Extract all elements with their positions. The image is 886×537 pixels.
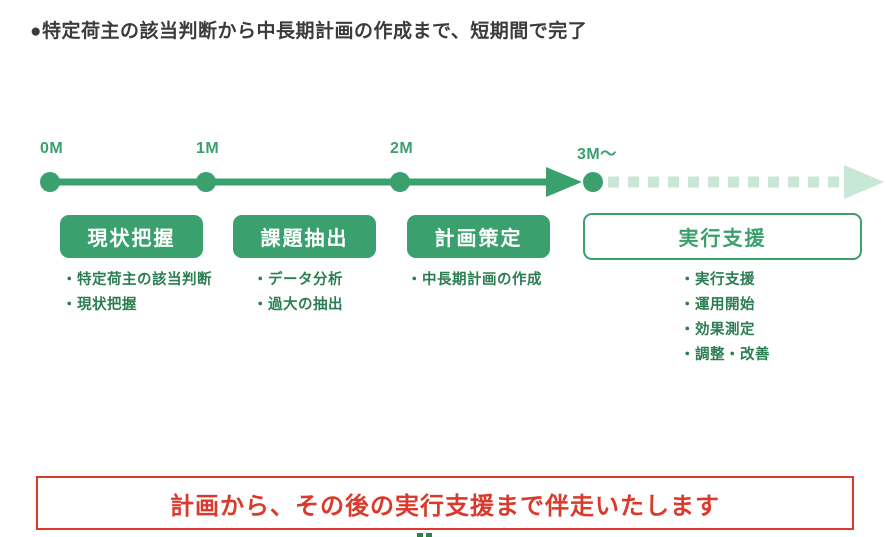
milestone-dot-1m [196,172,216,192]
list-item: ・実行支援 [680,272,755,288]
milestone-dot-3m [583,172,603,192]
list-item: ・過大の抽出 [253,297,343,313]
dashed-arrowhead-icon [844,165,884,199]
bullet-list-current-state: ・特定荷主の該当判断 ・現状把握 [62,268,212,318]
banner-text: 計画から、その後の実行支援まで伴走いたします [170,492,720,520]
milestone-label-0m: 0M [40,140,64,157]
milestone-dot-2m [390,172,410,192]
list-item: ・調整・改善 [680,347,770,363]
solid-arrowhead-icon [546,167,582,197]
stage-box-label: 計画策定 [434,228,523,250]
stage-box-issue-extraction: 課題抽出 [233,215,376,258]
list-item: ・運用開始 [680,297,755,313]
stage-box-label: 現状把握 [87,228,176,250]
milestone-label-1m: 1M [196,140,220,157]
stage-box-plan-formulation: 計画策定 [407,215,550,258]
list-item: ・現状把握 [62,297,137,313]
milestone-label-3m: 3M～ [577,146,617,163]
bullet-list-execution-support: ・実行支援 ・運用開始 ・効果測定 ・調整・改善 [680,268,770,368]
list-item: ・効果測定 [680,322,755,338]
list-item: ・特定荷主の該当判断 [62,272,212,288]
bullet-list-plan-formulation: ・中長期計画の作成 [407,268,542,293]
page-title: ●特定荷主の該当判断から中長期計画の作成まで、短期間で完了 [30,21,588,42]
timeline-graphic [40,165,884,199]
bullet-list-issue-extraction: ・データ分析 ・過大の抽出 [253,268,343,318]
stage-box-execution-support: 実行支援 [583,213,862,260]
banner-box: 計画から、その後の実行支援まで伴走いたします [36,476,854,530]
milestone-label-2m: 2M [390,140,414,157]
list-item: ・データ分析 [253,272,343,288]
stage-box-label: 課題抽出 [260,228,349,250]
milestone-dot-0m [40,172,60,192]
clipped-green-artifact [417,533,423,537]
stage-box-current-state: 現状把握 [60,215,203,258]
stage-box-label: 実行支援 [678,228,767,250]
list-item: ・中長期計画の作成 [407,272,542,288]
